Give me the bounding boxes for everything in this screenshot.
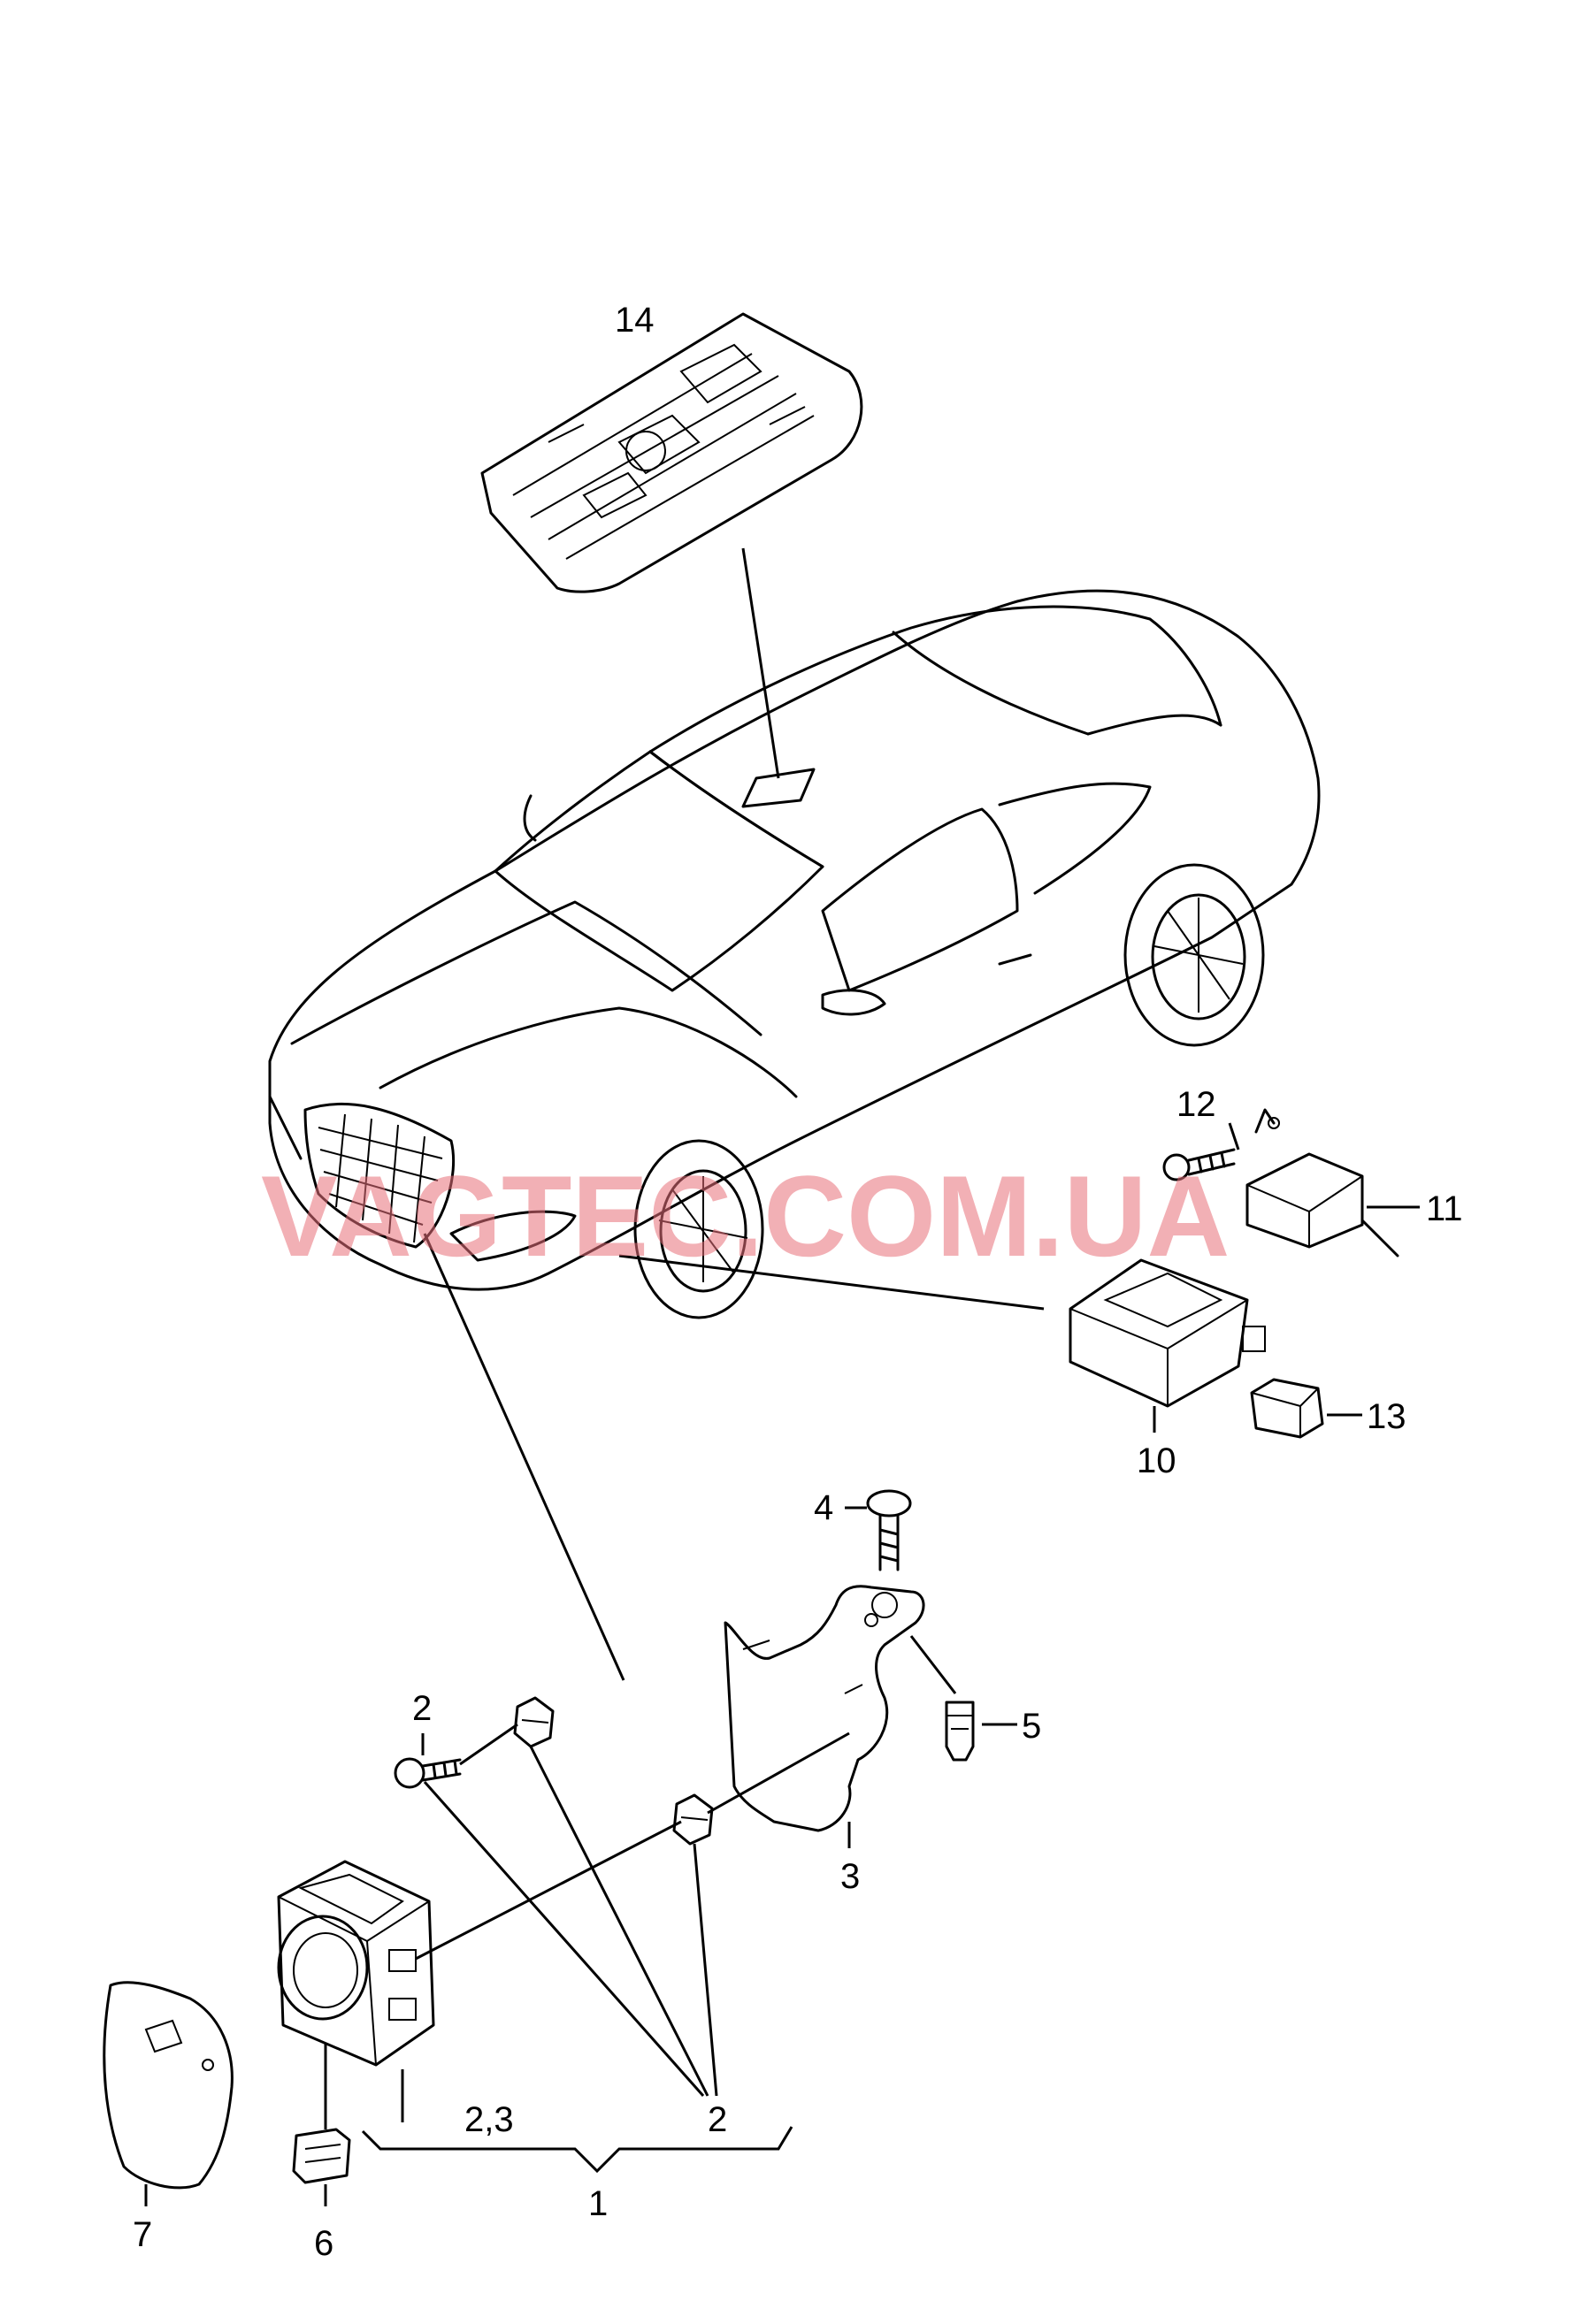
trim-cover-7-part <box>103 1981 234 2190</box>
callout-2-lower: 2 <box>708 2100 727 2139</box>
leader-10-to-car <box>618 1254 1045 1311</box>
nut-lower-part <box>672 1793 714 1846</box>
control-unit-part <box>1069 1258 1266 1408</box>
leader-car-to-sensor <box>423 1233 625 1681</box>
callout-2-3: 2,3 <box>464 2100 514 2139</box>
callout-4: 4 <box>814 1488 833 1527</box>
callout-14: 14 <box>615 301 655 340</box>
callout-6: 6 <box>314 2224 333 2263</box>
sensor-bracket-part <box>1245 1108 1399 1258</box>
callout-5: 5 <box>1022 1707 1041 1746</box>
callout-1: 1 <box>588 2184 608 2223</box>
leader-2b-to-upper-nut <box>529 1746 709 2097</box>
leader-14 <box>741 547 780 779</box>
callout-13: 13 <box>1367 1397 1406 1436</box>
sensor-housing-part <box>277 1860 435 2067</box>
bracket-3-part <box>724 1585 925 1832</box>
car-illustration <box>268 589 1321 1319</box>
leader-housing-to-nut <box>415 1820 682 1961</box>
leader-2b-to-bolt <box>423 1781 705 2097</box>
watermark-text: VAGTEC.COM.UA <box>261 1151 1230 1280</box>
screw-12-part <box>1162 1148 1236 1181</box>
callout-11: 11 <box>1426 1189 1463 1228</box>
bolt-2-part <box>394 1757 462 1789</box>
overhead-console-part <box>480 312 863 593</box>
leader-5-to-bracket <box>909 1635 957 1694</box>
leader-12 <box>1228 1122 1240 1151</box>
connector-6-part <box>292 2128 351 2184</box>
leader-2b-to-lower-nut <box>693 1843 718 2097</box>
leader-bolt-to-nut <box>459 1723 518 1766</box>
callout-3: 3 <box>840 1857 860 1896</box>
connector-13-part <box>1250 1378 1324 1439</box>
screw-4-part <box>866 1489 912 1571</box>
callout-2-upper: 2 <box>412 1689 432 1728</box>
leader-housing-to-bracket <box>707 1732 850 1815</box>
callout-7: 7 <box>133 2215 152 2254</box>
group-bracket-1 <box>361 2126 793 2174</box>
clip-5-part <box>945 1701 975 1762</box>
nut-upper-part <box>513 1696 555 1748</box>
callout-12: 12 <box>1176 1085 1216 1124</box>
callout-10: 10 <box>1137 1441 1176 1480</box>
